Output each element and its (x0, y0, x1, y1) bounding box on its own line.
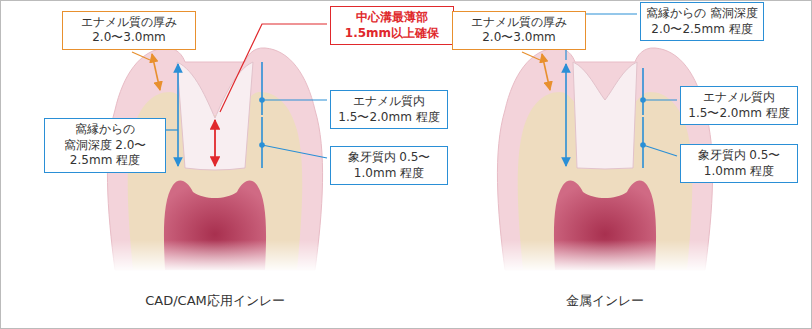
dentin-depth-box: 象牙質内 0.5〜1.0mm 程度 (680, 144, 798, 183)
enamel-thickness-box: エナメル質の厚み 2.0〜3.0mm (452, 11, 586, 50)
callout-text: 中心溝最薄部 1.5mm以上確保 (336, 10, 448, 41)
callout-text: 象牙質内 0.5〜1.0mm 程度 (686, 148, 792, 179)
figure-caption: 金属インレー (566, 292, 644, 310)
callout-text: エナメル質の厚み 2.0〜3.0mm (68, 15, 190, 46)
callout-text: エナメル質内 1.5〜2.0mm 程度 (686, 90, 792, 121)
figure-caption: CAD/CAM応用インレー (145, 292, 285, 310)
enamel-depth-box: エナメル質内 1.5〜2.0mm 程度 (330, 90, 448, 129)
cavity-depth-box: 窩縁からの 窩洞深度 2.0〜2.5mm 程度 (44, 118, 166, 173)
callout-text: エナメル質内 1.5〜2.0mm 程度 (336, 94, 442, 125)
enamel-thickness-box: エナメル質の厚み 2.0〜3.0mm (62, 11, 196, 50)
dentin-depth-box: 象牙質内 0.5〜1.0mm 程度 (330, 146, 448, 185)
callout-text: 象牙質内 0.5〜1.0mm 程度 (336, 150, 442, 181)
callout-text: エナメル質の厚み 2.0〜3.0mm (458, 15, 580, 46)
groove-thickness-box: 中心溝最薄部 1.5mm以上確保 (330, 6, 454, 45)
callout-text: 窩縁からの 窩洞深度 2.0〜2.5mm 程度 (50, 122, 160, 169)
cavity-depth-box: 窩縁からの 窩洞深度 2.0〜2.5mm 程度 (640, 2, 764, 41)
enamel-depth-box: エナメル質内 1.5〜2.0mm 程度 (680, 86, 798, 125)
callout-text: 窩縁からの 窩洞深度 2.0〜2.5mm 程度 (646, 6, 758, 37)
